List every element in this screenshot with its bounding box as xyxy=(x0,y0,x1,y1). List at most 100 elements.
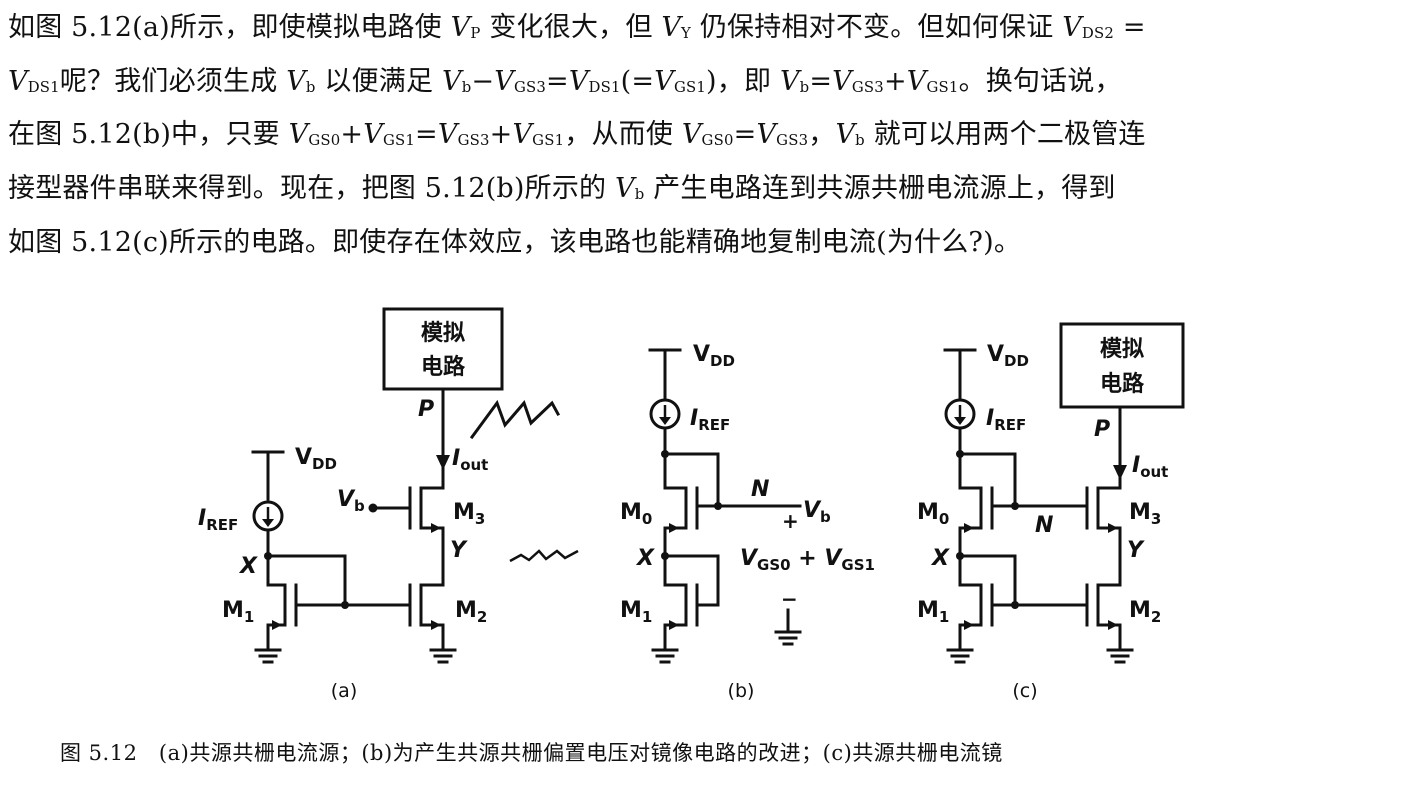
text-run: = xyxy=(1114,12,1146,43)
math-variable: VGS0 xyxy=(288,119,341,151)
vb-label-a: Vb xyxy=(337,487,365,515)
math-subscript: GS1 xyxy=(382,131,416,150)
math-variable: VGS3 xyxy=(832,65,884,97)
figure-5-12: 模拟 电路 xyxy=(198,307,1185,702)
node-p-a: P xyxy=(418,397,434,422)
math-variable: Vb xyxy=(286,65,316,97)
vgs-sum-label-b: VGS0 + VGS1 xyxy=(740,546,875,574)
m3-label-c: M3 xyxy=(1129,500,1161,528)
text-run: (= xyxy=(620,65,655,97)
m1-label-c: M1 xyxy=(917,598,949,626)
math-variable: Vb xyxy=(615,173,645,205)
vdd-label-a: VDD xyxy=(295,445,337,473)
text-run: + xyxy=(883,65,907,97)
math-variable: VDS1 xyxy=(568,65,621,97)
panel-label-c: (c) xyxy=(1012,680,1037,702)
math-subscript: b xyxy=(461,77,472,96)
m0-label-b: M0 xyxy=(620,500,652,528)
circuit-b: VDD IREF N Vb + M0 X VGS0 + VGS1 M1 − (b… xyxy=(620,342,875,702)
panel-label-b: (b) xyxy=(728,680,755,702)
math-variable: Vb xyxy=(779,65,810,97)
circuit-a: 模拟 电路 xyxy=(198,307,579,702)
math-variable: VY xyxy=(661,12,692,43)
text-run: = xyxy=(415,119,438,151)
text-run: 如图 5.12(c)所示的电路。即使存在体效应，该电路也能精确地复制电流(为什么… xyxy=(8,226,1022,258)
node-x-b: X xyxy=(635,546,655,571)
math-variable: Vb xyxy=(835,119,865,151)
paragraph-line-3: 在图 5.12(b)中，只要 VGS0+VGS1=VGS3+VGS1，从而使 V… xyxy=(8,111,1398,165)
analog-circuit-box-c xyxy=(1059,322,1185,409)
box-text-1-a: 模拟 xyxy=(421,321,465,346)
box-text-1-c: 模拟 xyxy=(1100,337,1144,362)
math-variable: VGS1 xyxy=(654,65,707,97)
math-subscript: Y xyxy=(681,24,692,43)
m0-label-c: M0 xyxy=(917,500,949,528)
iref-label-c: IREF xyxy=(986,406,1026,434)
vdd-label-c: VDD xyxy=(987,342,1029,370)
math-subscript: GS1 xyxy=(926,77,959,96)
vdd-label-b: VDD xyxy=(693,342,735,370)
text-run: 仍保持相对不变。但如何保证 xyxy=(691,12,1063,43)
text-run: = xyxy=(809,65,833,97)
text-run: 就可以用两个二极管连 xyxy=(864,119,1146,151)
paragraph-line-2: VDS1呢？我们必须生成 Vb 以便满足 Vb−VGS3=VDS1(=VGS1)… xyxy=(8,58,1398,112)
math-variable: Vb xyxy=(442,65,472,97)
text-run: )，即 xyxy=(706,65,780,97)
math-subscript: DS1 xyxy=(27,77,60,96)
math-variable: VDS2 xyxy=(1062,12,1115,43)
text-run: + xyxy=(340,119,364,151)
math-variable: VGS3 xyxy=(437,119,490,151)
vb-label-b: Vb xyxy=(803,498,831,526)
math-subscript: b xyxy=(634,185,645,204)
text-run: = xyxy=(546,65,569,97)
math-subscript: GS3 xyxy=(776,131,809,150)
text-run: 如图 5.12(a)所示，即使模拟电路使 xyxy=(8,12,451,43)
math-subscript: b xyxy=(855,131,865,150)
text-run: 以便满足 xyxy=(315,65,442,97)
math-subscript: GS1 xyxy=(673,77,707,96)
math-subscript: GS0 xyxy=(701,131,734,150)
math-subscript: b xyxy=(305,77,316,96)
node-y-c: Y xyxy=(1127,538,1145,563)
math-variable: VGS3 xyxy=(756,119,809,151)
node-p-c: P xyxy=(1094,417,1110,442)
math-variable: VGS1 xyxy=(906,65,959,97)
text-run: = xyxy=(733,119,757,151)
text-run: ，从而使 xyxy=(564,119,682,151)
math-subscript: GS0 xyxy=(308,131,341,150)
box-text-2-a: 电路 xyxy=(421,354,466,380)
text-run: − xyxy=(471,65,495,97)
math-variable: VGS3 xyxy=(494,65,547,97)
node-y-a: Y xyxy=(450,538,468,563)
text-run: 产生电路连到共源共栅电流源上，得到 xyxy=(644,173,1116,205)
iref-label-a: IREF xyxy=(198,506,238,534)
m2-label-c: M2 xyxy=(1129,598,1161,626)
math-subscript: b xyxy=(799,77,810,96)
math-subscript: DS1 xyxy=(588,77,621,96)
math-subscript: GS3 xyxy=(851,77,884,96)
body-paragraph: 如图 5.12(a)所示，即使模拟电路使 VP 变化很大，但 VY 仍保持相对不… xyxy=(8,4,1398,267)
paragraph-line-4: 接型器件串联来得到。现在，把图 5.12(b)所示的 Vb 产生电路连到共源共栅… xyxy=(8,165,1398,219)
node-n-b: N xyxy=(751,477,769,502)
math-subscript: DS2 xyxy=(1081,24,1115,43)
figure-caption: 图 5.12 (a)共源共栅电流源；(b)为产生共源共栅偏置电压对镜像电路的改进… xyxy=(60,741,1003,765)
text-run: + xyxy=(489,119,513,151)
text-run: 在图 5.12(b)中，只要 xyxy=(8,119,289,151)
zigzag-large xyxy=(469,399,561,440)
m1-label-b: M1 xyxy=(620,598,652,626)
math-subscript: GS3 xyxy=(513,77,547,96)
iref-label-b: IREF xyxy=(690,406,730,434)
iout-label-a: Iout xyxy=(452,446,488,474)
node-x-c: X xyxy=(930,546,950,571)
text-run: 呢？我们必须生成 xyxy=(59,65,287,97)
minus-sign-b: − xyxy=(781,587,798,611)
paragraph-line-1: 如图 5.12(a)所示，即使模拟电路使 VP 变化很大，但 VY 仍保持相对不… xyxy=(8,4,1398,58)
math-subscript: GS1 xyxy=(532,131,565,150)
zigzag-small xyxy=(509,549,579,563)
m1-label-a: M1 xyxy=(222,598,254,626)
math-variable: VDS1 xyxy=(8,65,60,97)
math-subscript: P xyxy=(470,24,481,43)
plus-sign-b: + xyxy=(782,509,799,533)
node-x-a: X xyxy=(238,554,258,579)
math-variable: VGS1 xyxy=(512,119,565,151)
